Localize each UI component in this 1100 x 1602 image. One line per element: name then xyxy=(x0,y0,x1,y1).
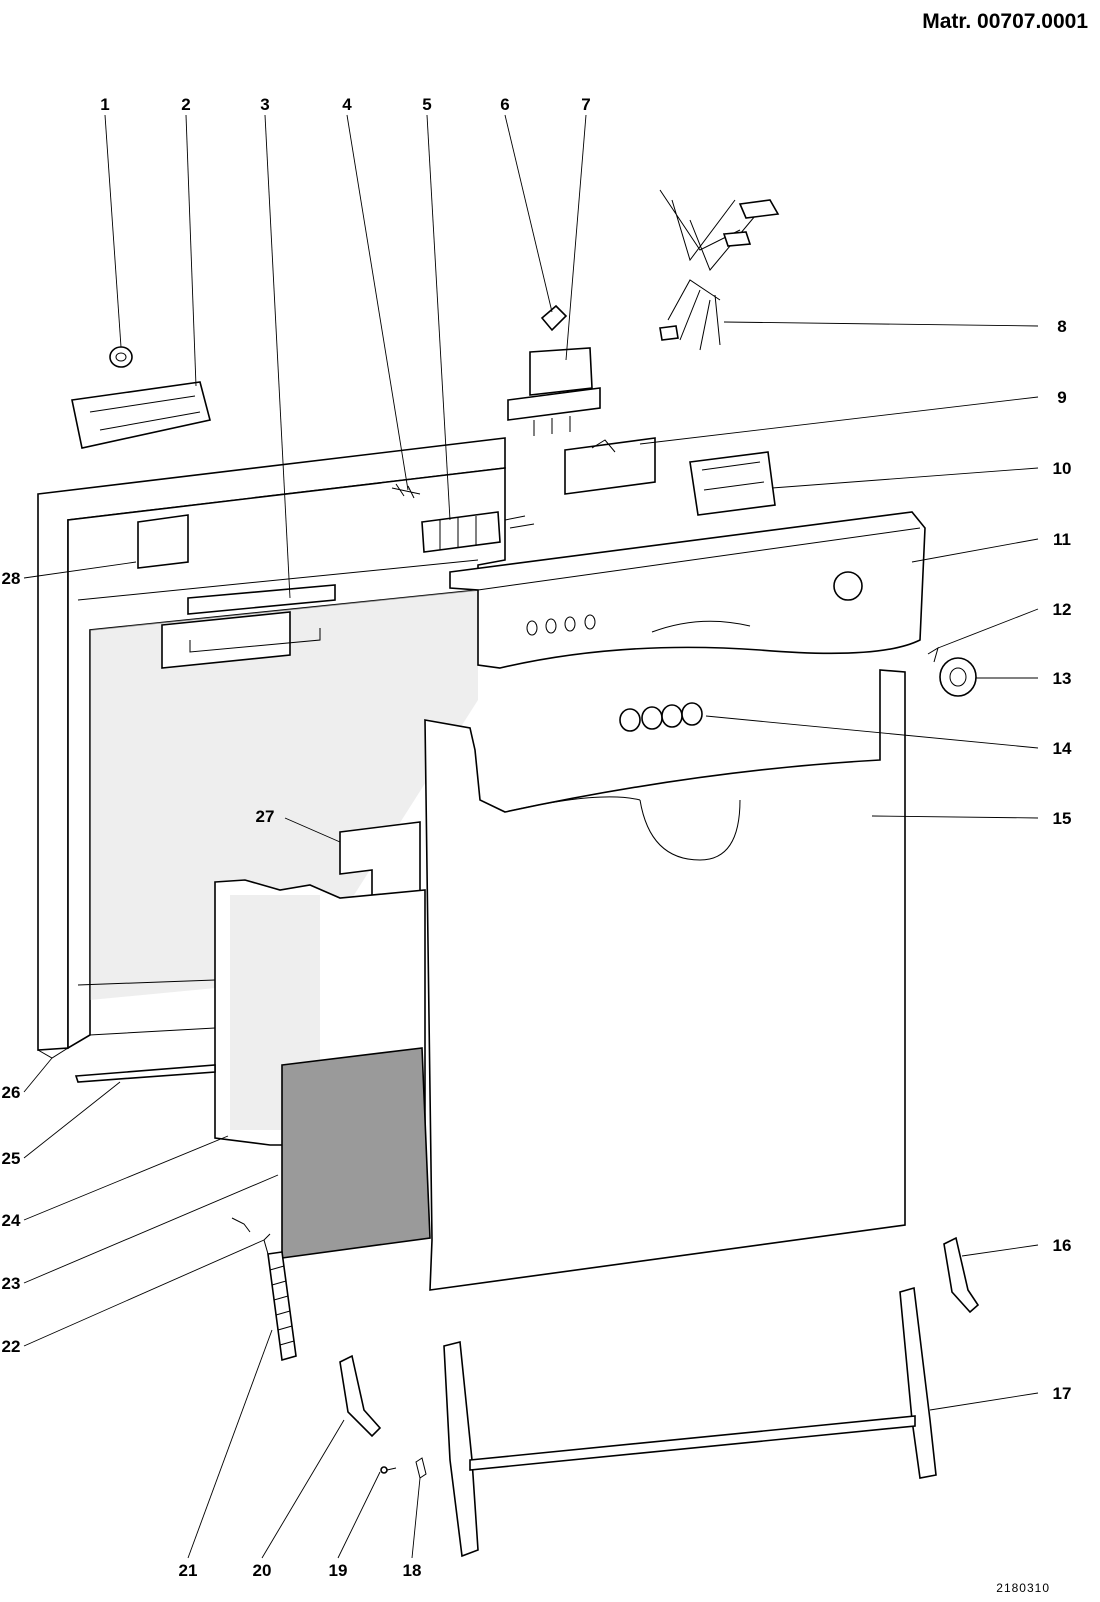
part-23-insulation xyxy=(281,1047,431,1259)
part-2-latch xyxy=(71,381,211,449)
callout-28: 28 xyxy=(2,569,21,588)
callout-3: 3 xyxy=(260,95,269,114)
part-22-spring-hook xyxy=(231,1217,251,1233)
callout-13: 13 xyxy=(1053,669,1072,688)
callout-1: 1 xyxy=(100,95,109,114)
figure-code: 2180310 xyxy=(996,1581,1050,1595)
part-21-spring xyxy=(263,1233,297,1362)
callout-18: 18 xyxy=(403,1561,422,1580)
part-25-seal-strip xyxy=(74,1064,216,1083)
part-9-bracket xyxy=(564,437,656,495)
part-28-label-plate xyxy=(137,514,189,569)
part-16-hinge-right xyxy=(943,1236,980,1314)
callout-27: 27 xyxy=(256,807,275,826)
callout-14: 14 xyxy=(1053,739,1072,758)
part-17-hinge-bar xyxy=(443,1286,937,1558)
callout-7: 7 xyxy=(581,95,590,114)
leader-lines xyxy=(23,114,1039,1559)
part-1-knob xyxy=(109,346,133,368)
callout-17: 17 xyxy=(1053,1384,1072,1403)
callout-25: 25 xyxy=(2,1149,21,1168)
callout-22: 22 xyxy=(2,1337,21,1356)
callout-2: 2 xyxy=(181,95,190,114)
part-13-knob xyxy=(939,657,977,697)
part-4-spring-clip xyxy=(391,483,421,499)
part-10-programmer xyxy=(689,451,776,516)
part-12-clip xyxy=(927,646,939,663)
part-3-handle xyxy=(161,584,336,669)
callout-8: 8 xyxy=(1057,317,1066,336)
callout-labels: 1 2 3 4 5 6 7 8 9 10 11 12 13 14 15 16 1… xyxy=(2,95,1072,1580)
drawing-number: Matr. 00707.0001 xyxy=(922,10,1088,33)
callout-24: 24 xyxy=(2,1211,21,1230)
callout-12: 12 xyxy=(1053,600,1072,619)
callout-16: 16 xyxy=(1053,1236,1072,1255)
part-7-selector xyxy=(507,347,601,436)
part-5-switch-block xyxy=(421,511,535,553)
callout-21: 21 xyxy=(179,1561,198,1580)
callout-26: 26 xyxy=(2,1083,21,1102)
part-18-screw xyxy=(415,1457,427,1479)
part-20-hinge-left xyxy=(339,1354,382,1438)
callout-23: 23 xyxy=(2,1274,21,1293)
part-19-screw xyxy=(380,1466,397,1474)
part-14-buttons xyxy=(619,702,703,732)
part-8-wiring-harness xyxy=(659,189,780,351)
part-11-control-panel xyxy=(449,511,926,669)
parts-layer xyxy=(37,189,980,1558)
callout-9: 9 xyxy=(1057,388,1066,407)
callout-20: 20 xyxy=(253,1561,272,1580)
callout-5: 5 xyxy=(422,95,431,114)
part-15-front-panel xyxy=(424,669,906,1291)
callout-15: 15 xyxy=(1053,809,1072,828)
callout-19: 19 xyxy=(329,1561,348,1580)
callout-10: 10 xyxy=(1053,459,1072,478)
callout-6: 6 xyxy=(500,95,509,114)
callout-4: 4 xyxy=(342,95,352,114)
callout-11: 11 xyxy=(1053,530,1071,549)
part-6-small-knob xyxy=(540,304,568,332)
